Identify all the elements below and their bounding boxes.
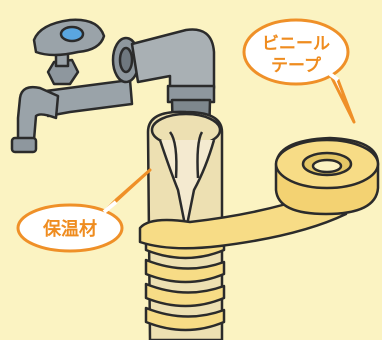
- tape-roll-icon: [276, 138, 378, 214]
- insulation-callout-label: 保温材: [42, 218, 97, 240]
- tape-callout-line2: テープ: [271, 55, 322, 76]
- tape-callout-line1: ビニール: [262, 34, 330, 54]
